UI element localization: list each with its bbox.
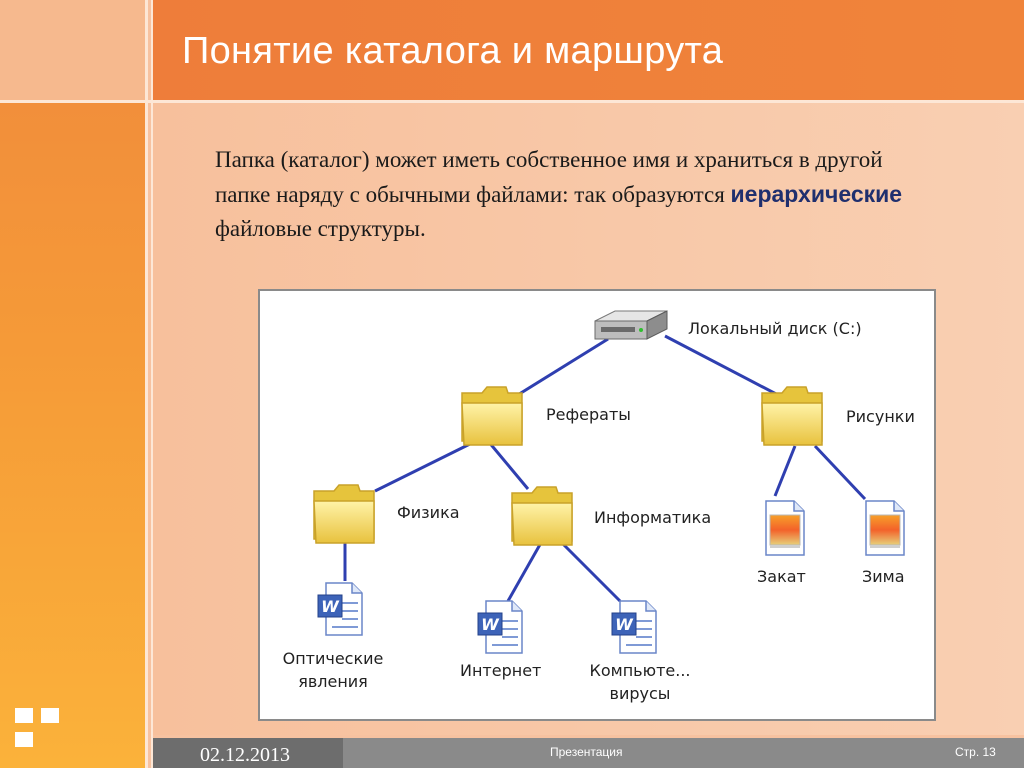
label-internet: Интернет xyxy=(460,661,542,680)
label-risunki: Рисунки xyxy=(846,407,915,426)
edge-disk-referaty xyxy=(507,337,609,403)
footer-page-number: Стр. 13 xyxy=(955,745,996,759)
footer-date: 02.12.2013 xyxy=(200,744,290,766)
header-bar xyxy=(153,0,1024,100)
label-optich: Оптические явления xyxy=(278,649,388,691)
paragraph-text-1: Папка (каталог) может иметь собственное … xyxy=(215,147,883,207)
horizontal-divider xyxy=(0,100,1024,103)
label-disk: Локальный диск (С:) xyxy=(688,319,862,338)
folder-icon-referaty xyxy=(461,386,523,446)
tree-svg: W W W xyxy=(313,310,905,654)
label-fizika: Физика xyxy=(397,503,460,522)
edge-risunki-zakat xyxy=(773,445,797,497)
label-optich-line1: Оптические xyxy=(282,649,384,668)
folder-icon-fizika xyxy=(313,484,375,544)
label-referaty: Рефераты xyxy=(546,405,631,424)
hard-disk-icon xyxy=(594,310,668,340)
edge-informatika-kompyute xyxy=(558,539,622,603)
image-file-icon-zima xyxy=(865,500,905,556)
slide-paragraph: Папка (каталог) может иметь собственное … xyxy=(215,143,935,246)
word-document-icon-internet: W xyxy=(477,600,523,654)
paragraph-highlight: иерархические xyxy=(730,181,903,207)
tree-edges xyxy=(343,334,867,603)
folder-icon-informatika xyxy=(511,486,573,546)
svg-text:W: W xyxy=(481,615,500,634)
paragraph-text-2: файловые структуры. xyxy=(215,216,426,241)
vertical-divider xyxy=(145,0,148,768)
slide-title: Понятие каталога и маршрута xyxy=(182,30,724,72)
footer-presentation: Презентация xyxy=(550,745,623,759)
left-top-block xyxy=(0,0,145,100)
footer-bar xyxy=(343,738,1024,768)
svg-text:W: W xyxy=(615,615,634,634)
label-kompyute-line1: Компьюте... xyxy=(589,661,691,680)
label-kompyute-line2: вирусы xyxy=(609,684,671,703)
label-optich-line2: явления xyxy=(298,672,368,691)
label-zakat: Закат xyxy=(757,567,806,586)
folder-icon-risunki xyxy=(761,386,823,446)
label-zima: Зима xyxy=(862,567,905,586)
edge-referaty-informatika xyxy=(486,440,530,490)
vertical-divider-thin xyxy=(151,0,153,768)
word-document-icon-optich: W xyxy=(317,582,363,636)
left-decorative-strip xyxy=(0,0,145,768)
word-document-icon-kompyute: W xyxy=(611,600,657,654)
edge-informatika-internet xyxy=(506,540,544,602)
edge-disk-risunki xyxy=(664,334,781,398)
edge-referaty-fizika xyxy=(374,437,481,493)
svg-text:W: W xyxy=(321,597,340,616)
label-kompyute: Компьюте... вирусы xyxy=(578,661,702,703)
image-file-icon-zakat xyxy=(765,500,805,556)
label-informatika: Информатика xyxy=(594,508,712,527)
file-tree-diagram: W W W Локальный xyxy=(258,289,936,721)
logo-squares-icon xyxy=(15,708,65,753)
footer-date-box xyxy=(153,738,343,768)
edge-risunki-zima xyxy=(813,444,867,501)
